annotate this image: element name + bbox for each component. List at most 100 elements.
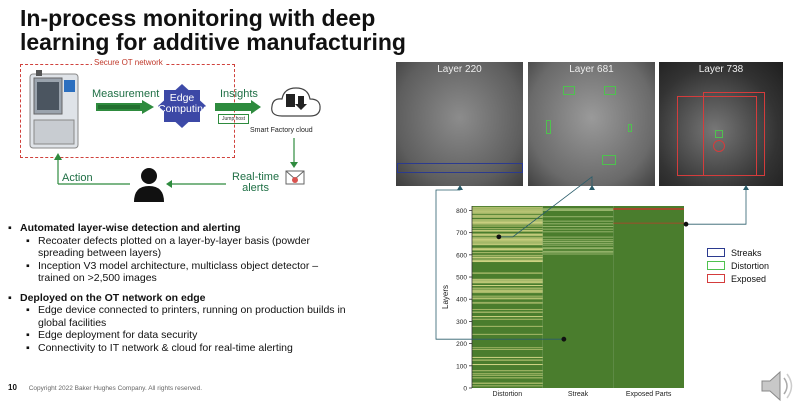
legend-swatch <box>707 261 725 270</box>
heatmap-cell <box>472 247 543 249</box>
sub-bullet-text: Edge device connected to printers, runni… <box>38 304 346 329</box>
distortion-detection-box <box>628 124 632 132</box>
printer-machine-icon <box>29 70 79 149</box>
heatmap-cell <box>472 234 543 236</box>
page-title: In-process monitoring with deep learning… <box>20 5 406 55</box>
heatmap-cell <box>472 214 543 216</box>
layer-panel-220: Layer 220 <box>396 62 523 186</box>
heatmap-cell <box>472 347 543 349</box>
action-label: Action <box>62 172 93 184</box>
legend-swatch <box>707 248 725 257</box>
layer-panel-738: Layer 738 <box>659 62 783 186</box>
realtime-label-line1: Real-time <box>232 171 280 183</box>
heatmap-cell <box>472 243 543 245</box>
heatmap-cell <box>472 374 543 376</box>
secure-network-label: Secure OT network <box>92 58 165 67</box>
sub-bullet-item: ▪Edge deployment for data security <box>26 329 198 341</box>
heatmap-cell <box>542 220 614 222</box>
realtime-label-line2: alerts <box>242 182 269 194</box>
heatmap-cell <box>472 281 543 283</box>
edge-label-line2: Computing <box>158 103 209 115</box>
heatmap-cell <box>472 229 543 231</box>
cloud-icon <box>271 87 321 117</box>
heatmap-cell <box>472 302 543 304</box>
distortion-detection-box <box>602 155 616 165</box>
heatmap-cell <box>472 316 543 318</box>
panel-title: Layer 681 <box>569 64 614 75</box>
heatmap-cell <box>472 220 543 222</box>
heatmap-cell <box>472 216 543 218</box>
heatmap-cell <box>472 238 543 240</box>
heatmap-cell <box>472 215 543 217</box>
sub-bullet-text: Recoater defects plotted on a layer-by-l… <box>38 234 310 260</box>
heatmap-cell <box>542 223 614 225</box>
footer: 10 Copyright 2022 Baker Hughes Company. … <box>8 383 202 392</box>
page-number: 10 <box>8 383 17 392</box>
panel-title: Layer 738 <box>698 64 744 75</box>
heatmap-cell <box>472 382 543 384</box>
heatmap-cell <box>613 208 684 210</box>
heatmap-cell <box>472 377 543 379</box>
heatmap-cell <box>472 254 543 256</box>
heatmap-cell <box>472 260 543 262</box>
heatmap-cell <box>472 212 543 214</box>
heatmap-cell <box>542 248 614 250</box>
insights-label: Insights <box>220 88 258 100</box>
heatmap-cell <box>472 356 543 358</box>
heatmap-cell <box>472 318 543 320</box>
sub-bullet-text: Connectivity to IT network & cloud for r… <box>38 341 293 354</box>
heatmap-cell <box>613 222 684 224</box>
bullet-item: ▪Deployed on the OT network on edge <box>8 291 206 304</box>
legend: Streaks Distortion Exposed <box>707 246 769 285</box>
bullet-text: Automated layer-wise detection and alert… <box>20 222 241 234</box>
heatmap-cell <box>472 280 543 282</box>
heatmap-cell <box>542 208 614 210</box>
y-tick-label: 300 <box>456 319 467 326</box>
exposed-detection-marker <box>713 140 725 152</box>
heatmap-cell <box>472 239 543 241</box>
heatmap-cell <box>542 241 614 243</box>
heatmap-cell <box>472 261 543 263</box>
distortion-detection-box <box>715 130 723 138</box>
heatmap-cell <box>472 333 543 335</box>
heatmap-cell <box>472 292 543 294</box>
heatmap-cell <box>472 282 543 284</box>
y-tick-label: 800 <box>456 208 467 215</box>
heatmap-cell <box>472 209 543 211</box>
heatmap-cell <box>542 239 614 241</box>
heatmap-cell <box>472 311 543 313</box>
heatmap-cell <box>472 244 543 246</box>
heatmap-cell <box>472 223 543 225</box>
heatmap-cell <box>542 209 614 211</box>
bullet-item: ▪Automated layer-wise detection and aler… <box>8 222 241 234</box>
heatmap-cell <box>542 225 614 227</box>
heatmap-cell <box>472 295 543 297</box>
bullet-text: Deployed on the OT network on edge <box>20 291 206 304</box>
heatmap-cell <box>472 221 543 223</box>
heatmap-cell <box>472 233 543 235</box>
smart-factory-cloud-label: Smart Factory cloud <box>250 127 313 134</box>
y-tick-label: 700 <box>456 230 467 237</box>
speaker-icon[interactable] <box>758 368 794 404</box>
user-icon <box>134 168 164 202</box>
heatmap-cell <box>472 237 543 239</box>
heatmap-cell <box>472 364 543 366</box>
heatmap-cell <box>472 248 543 250</box>
heatmap-cell <box>542 253 614 255</box>
heatmap-cell <box>472 289 543 291</box>
streak-detection-box <box>397 163 523 173</box>
edge-computing-icon <box>158 84 206 128</box>
distortion-detection-box <box>604 86 616 95</box>
heatmap-cell <box>472 348 543 350</box>
insights-arrow <box>215 100 261 114</box>
heatmap-cell <box>542 251 614 253</box>
heatmap-cell <box>472 249 543 251</box>
heatmap-cell <box>472 213 543 215</box>
heatmap-cell <box>472 301 543 303</box>
sub-bullet-text: Edge deployment for data security <box>38 329 198 341</box>
heatmap-cells <box>472 206 684 388</box>
copyright-text: Copyright 2022 Baker Hughes Company. All… <box>28 385 203 392</box>
heatmap-cell <box>472 297 543 299</box>
heatmap-cell <box>472 359 543 361</box>
